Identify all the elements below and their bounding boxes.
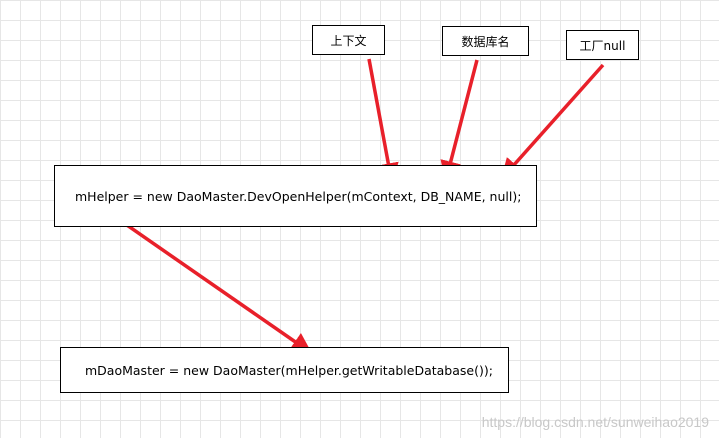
code-master-line: mDaoMaster = new DaoMaster(mHelper.getWr… — [85, 362, 493, 378]
label-context: 上下文 — [330, 33, 367, 48]
label-db-name-box: 数据库名 — [442, 26, 529, 56]
label-factory: 工厂null — [579, 38, 626, 53]
arrow-helper-to-master — [107, 210, 313, 354]
code-box-master: mDaoMaster = new DaoMaster(mHelper.getWr… — [60, 347, 509, 393]
arrow-context-to-mcontext — [367, 58, 399, 185]
code-helper-line: mHelper = new DaoMaster.DevOpenHelper(mC… — [75, 188, 522, 204]
label-factory-box: 工厂null — [566, 30, 639, 60]
arrow-dbname-to-db-name — [440, 59, 479, 183]
label-context-box: 上下文 — [312, 25, 385, 55]
code-box-helper: mHelper = new DaoMaster.DevOpenHelper(mC… — [54, 165, 537, 227]
arrow-factory-to-null — [500, 63, 605, 180]
label-db-name: 数据库名 — [461, 34, 510, 49]
watermark: https://blog.csdn.net/sunweihao2019 — [481, 414, 709, 430]
